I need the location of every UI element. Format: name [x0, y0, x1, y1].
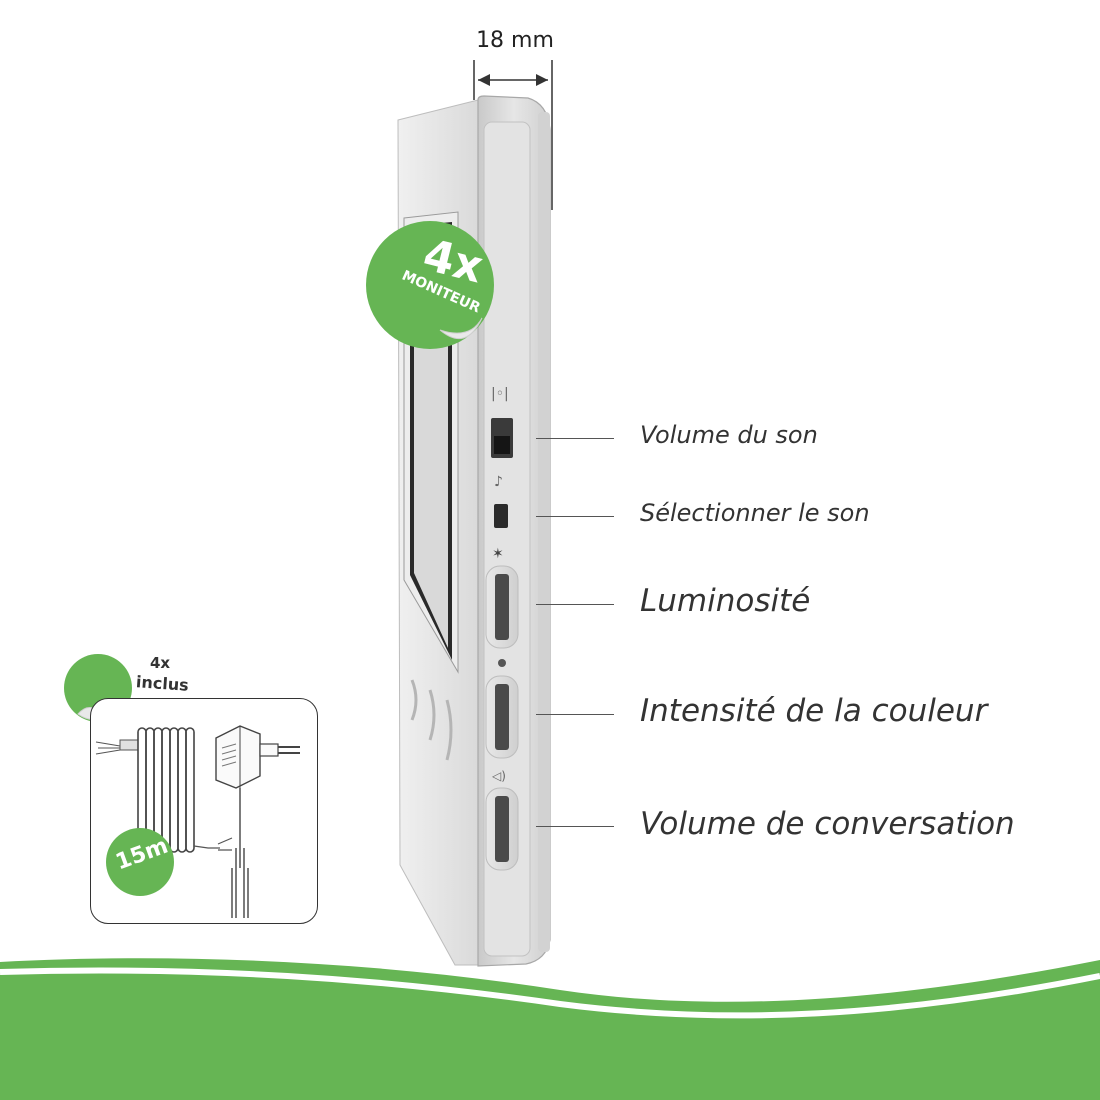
leader-line-conversation [536, 826, 614, 827]
dimension-label: 18 mm [476, 28, 554, 53]
brightness-icon: ✶ [485, 546, 519, 649]
power-adapter-icon [215, 725, 300, 918]
leader-line-brightness [536, 604, 614, 605]
bottom-wave [0, 958, 1100, 1100]
svg-text:♪: ♪ [494, 474, 503, 490]
accessory-included-label: inclus [135, 672, 190, 695]
svg-text:✶: ✶ [492, 546, 504, 562]
feature-label-conversation: Volume de conversation [640, 806, 1015, 842]
svg-text:|◦|: |◦| [491, 386, 509, 402]
feature-label-color: Intensité de la couleur [640, 693, 988, 729]
accessory-illustration [95, 725, 300, 918]
volume-control-icon: |◦| [491, 386, 513, 458]
leader-line-color [536, 714, 614, 715]
accessory-quantity: 4x [150, 654, 171, 672]
speaker-icon: ◁) [485, 769, 519, 871]
leader-line-volume [536, 438, 614, 439]
tone-select-icon: ♪ [494, 474, 508, 528]
leader-line-sound-select [536, 516, 614, 517]
quantity-badge [366, 221, 494, 349]
dimension-arrow [473, 60, 553, 210]
color-icon [485, 659, 519, 759]
svg-text:◁): ◁) [491, 769, 506, 783]
feature-label-sound-select: Sélectionner le son [640, 499, 870, 527]
speaker-grille [410, 679, 453, 761]
feature-label-brightness: Luminosité [640, 583, 811, 619]
feature-label-volume: Volume du son [640, 421, 818, 449]
